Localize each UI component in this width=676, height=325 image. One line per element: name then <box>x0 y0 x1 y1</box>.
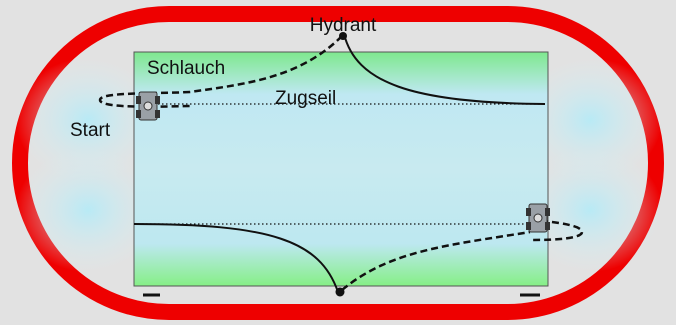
label-hose: Schlauch <box>147 58 225 79</box>
hydrant-top-icon <box>339 32 347 40</box>
machine-start-icon <box>136 91 160 121</box>
label-start: Start <box>70 120 111 141</box>
spray-glow-right-top <box>518 58 662 182</box>
hose-dashed-top <box>189 35 343 94</box>
label-pull-rope: Zugseil <box>275 88 336 109</box>
hose-loop-end <box>529 218 584 242</box>
label-hydrant: Hydrant <box>310 15 377 36</box>
hydrant-bottom-icon <box>335 287 345 297</box>
track-ring <box>12 6 664 320</box>
laid-hose-top <box>343 33 546 105</box>
hose-dashed-bottom <box>341 230 531 291</box>
machine-end-icon <box>526 203 550 233</box>
laid-hose-bottom <box>133 223 339 293</box>
field <box>133 51 549 287</box>
spray-glow-left-bottom <box>16 148 160 272</box>
spray-glow-left-top <box>16 58 160 182</box>
spray-glow-right-bottom <box>518 148 662 272</box>
